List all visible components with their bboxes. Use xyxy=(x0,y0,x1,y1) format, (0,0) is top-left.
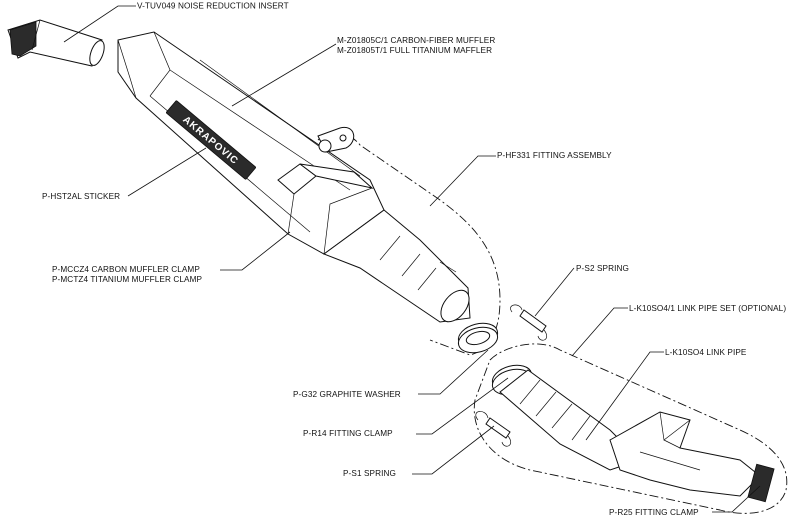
label-link-pipe: L-K10SO4 LINK PIPE xyxy=(665,348,747,357)
label-link-pipe-set: L-K10SO4/1 LINK PIPE SET (OPTIONAL) xyxy=(629,304,786,313)
callout-labels: V-TUV049 NOISE REDUCTION INSERT M-Z01805… xyxy=(42,2,786,518)
leader-lines xyxy=(63,5,761,513)
label-spring-s2: P-S2 SPRING xyxy=(576,264,629,273)
label-fitting-clamp-r25: P-R25 FITTING CLAMP xyxy=(609,508,699,517)
label-sticker: P-HST2AL STICKER xyxy=(42,192,120,201)
link-pipe xyxy=(491,364,641,471)
noise-reduction-insert xyxy=(7,19,105,67)
spring-s2 xyxy=(510,304,548,341)
label-fitting-assembly: P-HF331 FITTING ASSEMBLY xyxy=(497,151,612,160)
label-fitting-clamp-r14: P-R14 FITTING CLAMP xyxy=(303,429,393,438)
muffler: AKRAPOVIC xyxy=(117,31,385,255)
label-carbon-fiber-muffler: M-Z01805C/1 CARBON-FIBER MUFFLER xyxy=(337,36,495,45)
label-carbon-muffler-clamp: P-MCCZ4 CARBON MUFFLER CLAMP xyxy=(52,265,200,274)
label-spring-s1: P-S1 SPRING xyxy=(343,469,396,478)
header-bracket xyxy=(609,411,775,503)
label-full-titanium-muffler: M-Z01805T/1 FULL TITANIUM MAFFLER xyxy=(337,46,492,55)
label-graphite-washer: P-G32 GRAPHITE WASHER xyxy=(293,390,401,399)
label-titanium-muffler-clamp: P-MCTZ4 TITANIUM MUFFLER CLAMP xyxy=(52,275,203,284)
graphite-washer xyxy=(457,322,499,354)
spring-s1 xyxy=(475,411,512,447)
label-noise-reduction-insert: V-TUV049 NOISE REDUCTION INSERT xyxy=(137,2,289,11)
muffler-outlet-pipe xyxy=(322,209,471,323)
link-pipe-set-boundary xyxy=(473,343,788,514)
